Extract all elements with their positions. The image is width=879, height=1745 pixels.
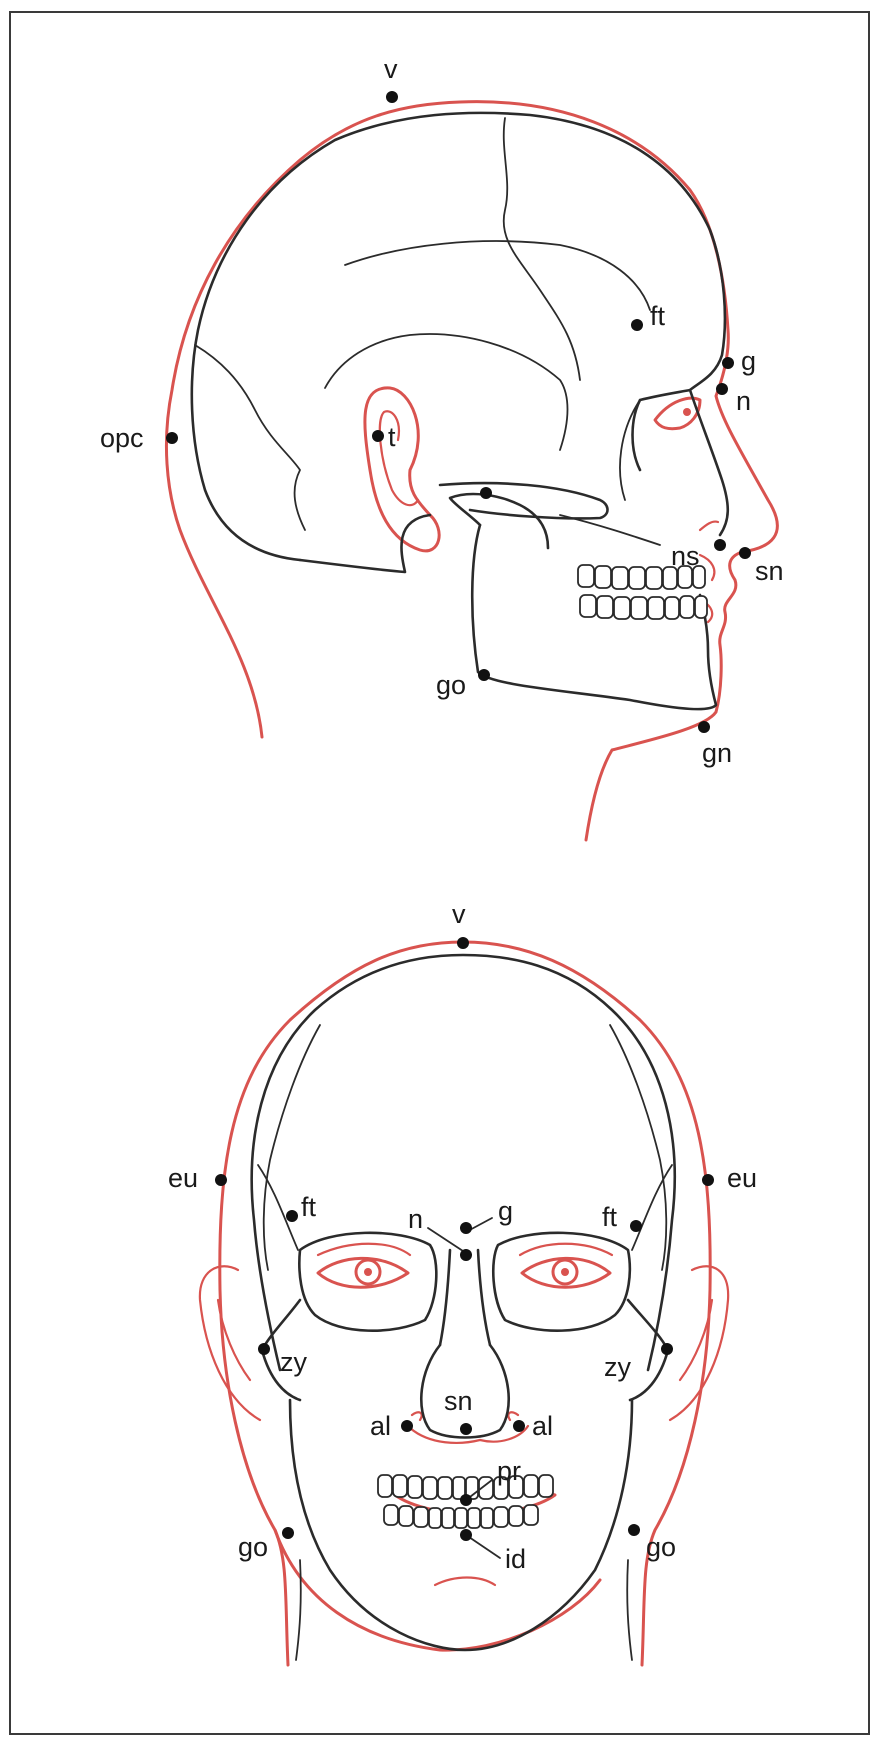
dot-sn-frontal: [460, 1423, 472, 1435]
frontal-chin-crease: [435, 1578, 495, 1586]
dot-id: [460, 1529, 472, 1541]
lateral-orbit: [620, 400, 640, 500]
frontal-pupil-left: [364, 1268, 372, 1276]
lateral-maxilla: [633, 390, 728, 535]
label-sn-lateral: sn: [755, 556, 784, 586]
dot-ft-lateral: [631, 319, 643, 331]
label-n-lateral: n: [736, 386, 751, 416]
label-g-lateral: g: [741, 346, 756, 376]
dot-t-lateral: [372, 430, 384, 442]
dot-gn-lateral: [698, 721, 710, 733]
frontal-skull-outline: [252, 955, 675, 1370]
label-pr: pr: [497, 1456, 521, 1486]
dot-sn-lateral: [739, 547, 751, 559]
dot-zy-left: [258, 1343, 270, 1355]
label-gn-lateral: gn: [702, 738, 732, 768]
lateral-skin-outline: [166, 102, 777, 840]
frontal-pupil-right: [561, 1268, 569, 1276]
dot-n-frontal: [460, 1249, 472, 1261]
label-go-left: go: [238, 1532, 268, 1562]
label-go-lateral: go: [436, 670, 466, 700]
label-v-frontal: v: [452, 899, 466, 929]
label-eu-right: eu: [727, 1163, 757, 1193]
dot-v-lateral: [386, 91, 398, 103]
frontal-skin-outline: [220, 942, 710, 1665]
frontal-teeth-lower: [384, 1505, 538, 1528]
dot-g-lateral: [722, 357, 734, 369]
dot-eu-right: [702, 1174, 714, 1186]
label-al-left: al: [370, 1411, 391, 1441]
dot-go-lateral: [478, 669, 490, 681]
frontal-chin-skin: [275, 1530, 600, 1650]
label-id: id: [505, 1544, 526, 1574]
dot-opc-lateral: [166, 432, 178, 444]
dot-go-right: [628, 1524, 640, 1536]
label-al-right: al: [532, 1411, 553, 1441]
lateral-skull-base: [300, 515, 430, 572]
frontal-orbit-left: [299, 1233, 436, 1331]
label-go-right: go: [646, 1532, 676, 1562]
frontal-brow-right: [520, 1244, 612, 1255]
frontal-brow-left: [318, 1244, 410, 1255]
lateral-temporal-line: [345, 241, 650, 310]
label-ns-lateral: ns: [671, 541, 700, 571]
label-zy-left: zy: [280, 1347, 308, 1377]
label-zy-right: zy: [604, 1352, 632, 1382]
dot-ft-left: [286, 1210, 298, 1222]
dot-eu-left: [215, 1174, 227, 1186]
label-ft-right: ft: [602, 1202, 618, 1232]
label-n-frontal: n: [408, 1204, 423, 1234]
dot-go-left: [282, 1527, 294, 1539]
label-t-lateral: t: [388, 422, 396, 452]
label-ft-left: ft: [301, 1192, 317, 1222]
lateral-squamous-suture: [325, 334, 568, 450]
lateral-mandible-ramus: [450, 494, 548, 548]
label-ft-lateral: ft: [650, 301, 666, 331]
dot-zy-right: [661, 1343, 673, 1355]
dot-al-left: [401, 1420, 413, 1432]
dot-v-frontal: [457, 937, 469, 949]
lateral-ear: [365, 388, 439, 551]
label-v-lateral: v: [384, 54, 398, 84]
label-opc-lateral: opc: [100, 423, 144, 453]
lateral-pupil: [683, 408, 691, 416]
label-sn-frontal: sn: [444, 1386, 473, 1416]
frontal-neck-right: [627, 1560, 632, 1660]
label-g-frontal: g: [498, 1196, 513, 1226]
lateral-zygomatic-line: [560, 515, 660, 545]
lateral-teeth-lower: [580, 595, 707, 619]
dot-ns-lateral: [714, 539, 726, 551]
frontal-nasal-bone: [440, 1250, 490, 1345]
landmark-labels: v ft g n opc t ns sn go gn v eu eu ft ft…: [100, 54, 784, 1574]
dot-g-frontal: [460, 1222, 472, 1234]
dot-condyle-lateral: [480, 487, 492, 499]
lateral-view: [166, 102, 777, 840]
label-eu-left: eu: [168, 1163, 198, 1193]
lateral-coronal-suture: [504, 118, 580, 380]
leader-id: [466, 1535, 500, 1558]
frontal-orbit-right: [493, 1233, 630, 1331]
dot-al-right: [513, 1420, 525, 1432]
dot-ft-right: [630, 1220, 642, 1232]
dot-n-lateral: [716, 383, 728, 395]
dot-pr: [460, 1494, 472, 1506]
